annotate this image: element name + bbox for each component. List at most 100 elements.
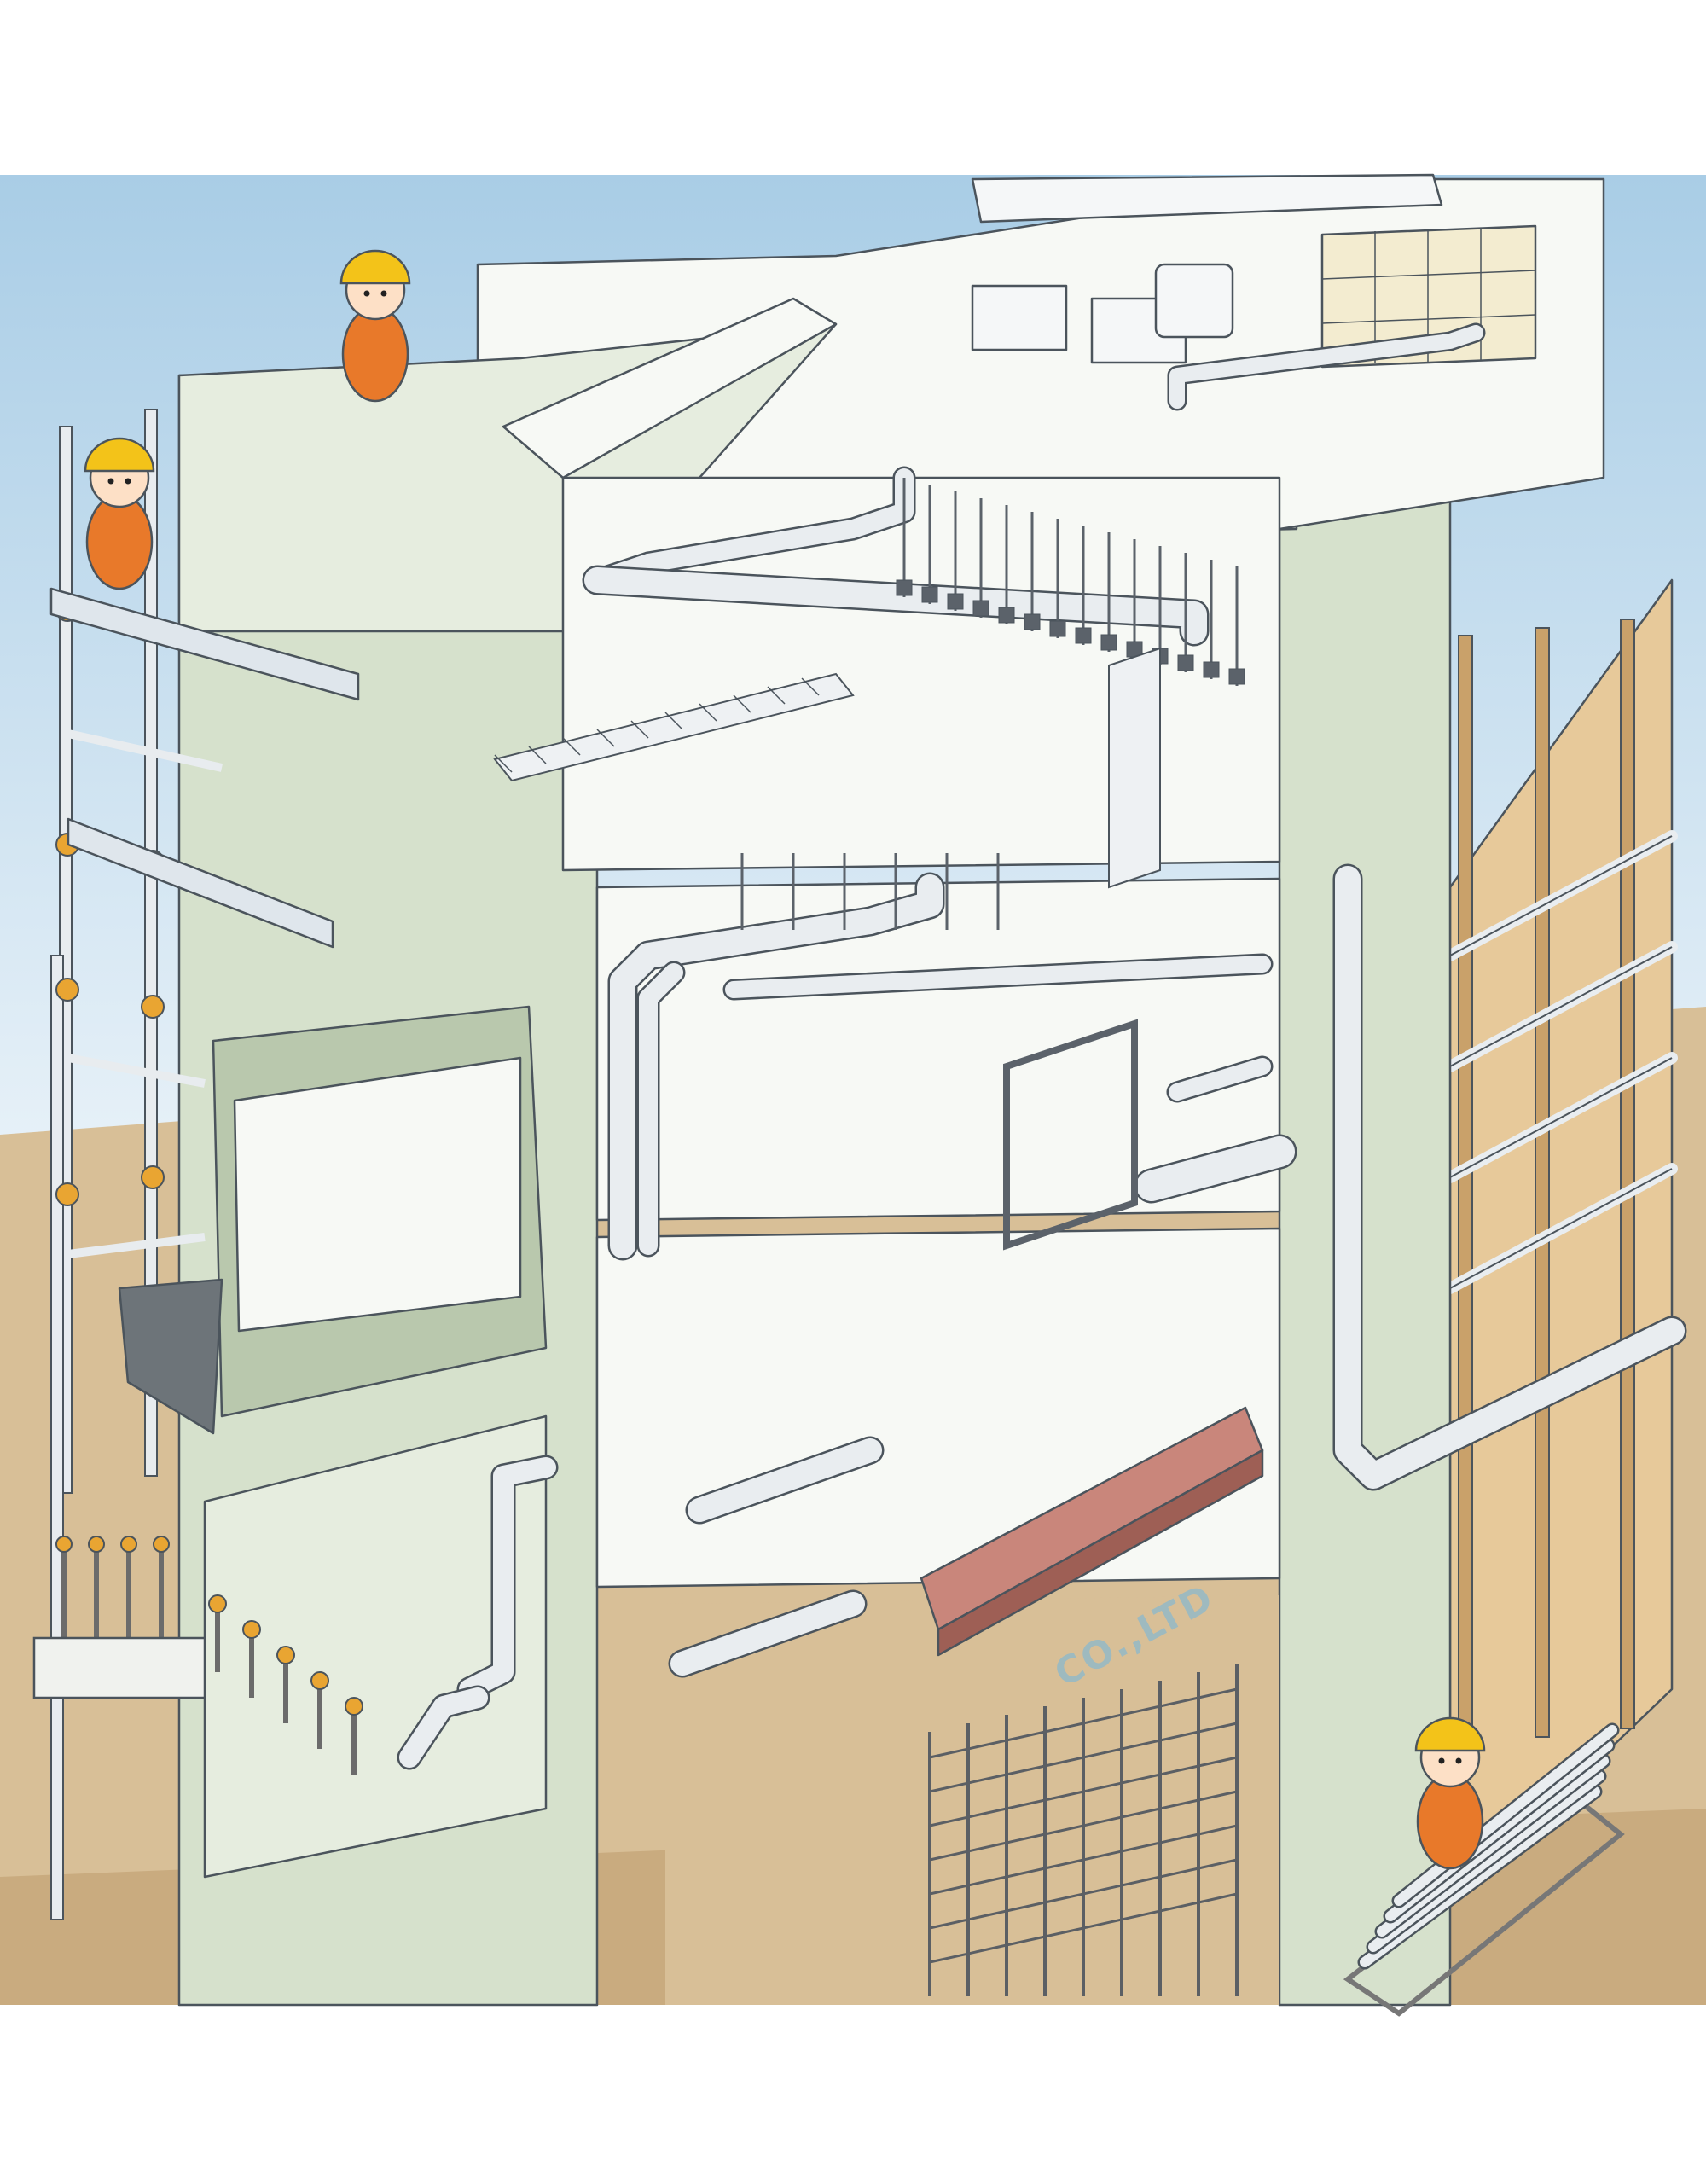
scaffold-ledger xyxy=(67,1233,206,1258)
formwork-post xyxy=(1535,627,1550,1738)
building-body xyxy=(177,177,1605,2007)
worker-suit xyxy=(85,493,154,590)
scaffold-clamp xyxy=(141,995,165,1019)
scaffold-board-mid xyxy=(67,817,334,949)
pipe-body xyxy=(1377,1756,1609,1937)
pipe-body xyxy=(1136,1136,1295,1201)
worker-eye xyxy=(1438,1757,1445,1764)
worker-icon xyxy=(84,437,155,590)
pipe-body xyxy=(639,963,683,1255)
anchor-rods xyxy=(32,1536,363,1774)
pipe-runs xyxy=(397,565,1687,1770)
anchor-nut xyxy=(208,1594,227,1613)
hanger-clamp xyxy=(947,593,964,610)
worker-helmet xyxy=(339,249,411,285)
scaffold-clamp xyxy=(141,1165,165,1189)
tray-rung xyxy=(494,754,513,773)
rebar-tie xyxy=(929,1756,1238,1827)
anchor-cap xyxy=(88,1536,105,1553)
roof-ramp xyxy=(502,297,838,479)
formwork-pipe-edge xyxy=(1449,1057,1673,1178)
pipe-body xyxy=(1169,325,1483,409)
hanger-clamp xyxy=(972,600,989,617)
hanger-clamp xyxy=(921,586,938,603)
tray-rung xyxy=(733,694,751,713)
formwork-post xyxy=(1620,619,1635,1729)
scaffold-pole xyxy=(144,409,158,1477)
pipe-body xyxy=(459,1457,556,1699)
hanger-clamp xyxy=(1228,668,1245,685)
upper-cavity xyxy=(561,476,1281,872)
tank-seam xyxy=(1321,270,1536,280)
tray-rung xyxy=(562,737,581,756)
anchor-cap xyxy=(55,1536,73,1553)
pipe-body xyxy=(584,567,1207,644)
worker-helmet xyxy=(1414,1716,1486,1752)
anchor-cap xyxy=(120,1536,137,1553)
pipe-body xyxy=(1335,866,1685,1489)
hanger-clamp xyxy=(1075,627,1092,644)
worker-icon xyxy=(339,249,411,403)
formwork-pipe-edge xyxy=(1449,835,1673,956)
scaffold-ledger xyxy=(67,729,223,772)
hanger-clamp xyxy=(1024,613,1041,630)
vertical-tray xyxy=(1108,647,1161,889)
anchor-cap xyxy=(153,1536,170,1553)
scaffold-clamp xyxy=(55,1182,79,1206)
lower-left-slab xyxy=(203,1414,548,1879)
scaffold-clamp xyxy=(55,978,79,1002)
cable-tray xyxy=(493,647,1161,1251)
pipe-body xyxy=(725,956,1271,998)
roof-canopy xyxy=(971,173,1443,224)
rooftop-tank-round xyxy=(1154,263,1234,339)
pipe-body xyxy=(610,874,943,1258)
hanger-clamp xyxy=(1177,654,1194,671)
worker-helmet xyxy=(84,437,155,473)
formwork-facade xyxy=(1444,578,1678,1904)
pipe-rack xyxy=(1343,1722,1625,2017)
anchor-nut xyxy=(242,1620,261,1639)
hanger-clamp xyxy=(896,579,913,596)
rooftop-unit-1 xyxy=(971,284,1068,351)
anchor-nut xyxy=(276,1646,295,1664)
rebar-tie xyxy=(929,1824,1238,1896)
worker-eye xyxy=(107,478,114,485)
tank-seam xyxy=(1321,314,1536,324)
pipe-body xyxy=(1394,1725,1617,1906)
rebar-tie xyxy=(929,1687,1238,1759)
rebar-tie xyxy=(929,1892,1238,1964)
pipe-body xyxy=(688,1438,882,1522)
scaffold-board-top xyxy=(49,587,360,701)
rebar-cage xyxy=(928,1664,1239,1996)
scaffold-pole xyxy=(50,955,64,1920)
rebar-tie xyxy=(929,1858,1238,1930)
worker-eye xyxy=(380,290,387,297)
hanger-clamp xyxy=(1100,634,1117,651)
tray-rung xyxy=(699,703,717,722)
worker-eye xyxy=(125,478,131,485)
cable-tray-icon xyxy=(493,672,855,782)
tray-rung xyxy=(630,720,649,739)
hanger-clamp xyxy=(998,607,1015,624)
formwork-post xyxy=(1458,635,1473,1745)
rebar-tie xyxy=(929,1722,1238,1793)
hanger-clamp xyxy=(1203,661,1220,678)
anchor-nut xyxy=(310,1671,329,1690)
pipe-body xyxy=(1360,1786,1600,1967)
worker-suit xyxy=(1416,1773,1484,1870)
tray-rung xyxy=(596,729,615,747)
pipe-body xyxy=(1169,1058,1271,1101)
tray-rung xyxy=(664,712,683,730)
basement-cavity xyxy=(665,1595,1280,2005)
anchor-nut xyxy=(345,1697,363,1716)
formwork-pipe-edge xyxy=(1449,946,1673,1067)
tray-rung xyxy=(801,677,820,696)
channel-frame xyxy=(1003,1019,1138,1251)
worker-eye xyxy=(363,290,370,297)
debris-bag xyxy=(118,1278,223,1435)
worker-eye xyxy=(1455,1757,1462,1764)
scaffold-ledger xyxy=(67,1054,206,1088)
worker-suit xyxy=(341,305,409,403)
anchor-block xyxy=(32,1636,206,1699)
